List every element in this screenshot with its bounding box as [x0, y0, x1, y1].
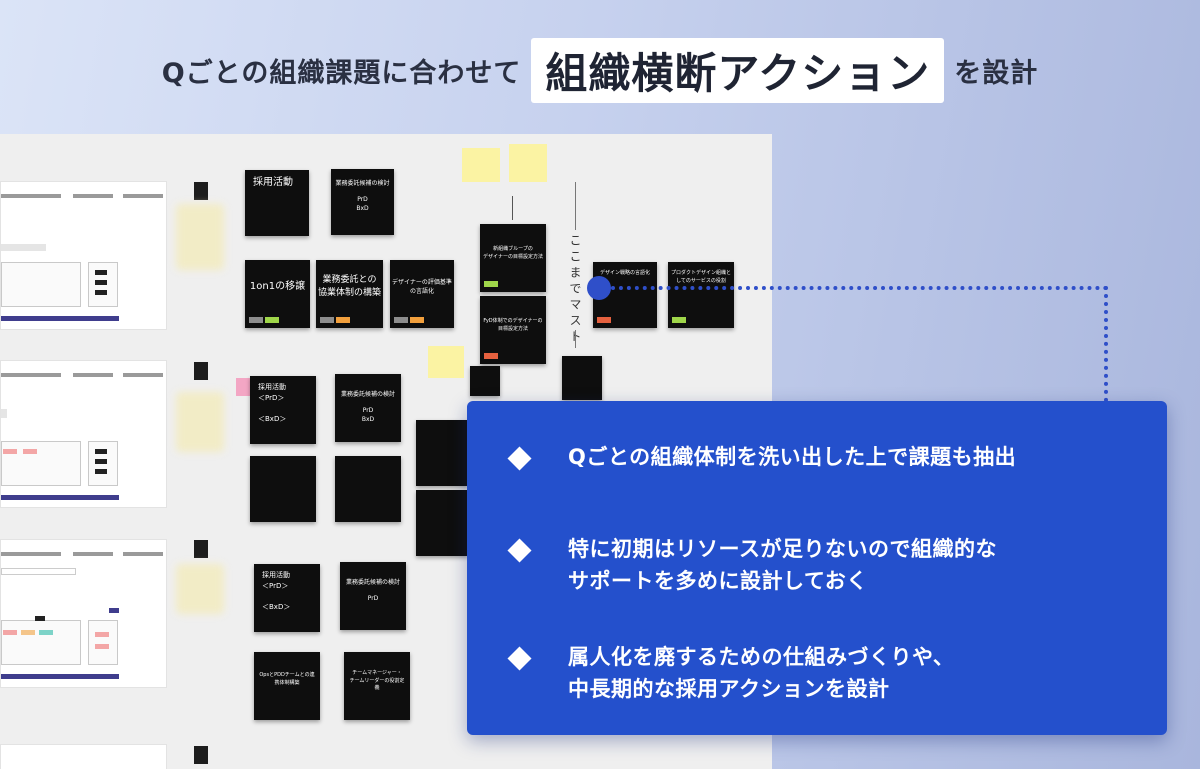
period-tag: [194, 746, 208, 764]
sticky-note: [462, 148, 500, 182]
thumbnail-slide: [0, 744, 167, 769]
callout-text: Qごとの組織体制を洗い出した上で課題も抽出: [568, 445, 1017, 469]
task-note: 業務委託候補の検討 PrD: [340, 562, 406, 630]
task-note: チームマネージャー・ チームリーダーの役割定 義: [344, 652, 410, 720]
task-note: [416, 490, 468, 556]
diamond-bullet-icon: [507, 446, 532, 471]
callout-item: 特に初期はリソースが足りないので組織的な サポートを多めに設計しておく: [507, 534, 997, 597]
connector-dot: [587, 276, 611, 300]
callout-item: 属人化を廃するための仕組みづくりや、 中長期的な採用アクションを設計: [507, 642, 955, 705]
task-note: 業務委託との 協業体制の構築: [316, 260, 383, 328]
task-note: プロダクトデザイン組織と してのサービスの役割: [668, 262, 734, 328]
callout-text: 特に初期はリソースが足りないので組織的な サポートを多めに設計しておく: [568, 537, 997, 593]
task-note: 採用活動 ＜PrD＞ ＜BxD＞: [250, 376, 316, 444]
divider-line: [575, 330, 576, 348]
callout-panel: Qごとの組織体制を洗い出した上で課題も抽出 特に初期はリソースが足りないので組織…: [467, 401, 1167, 735]
task-note: OpsとPDDチームとの連 携体制構築: [254, 652, 320, 720]
diamond-bullet-icon: [507, 646, 532, 671]
blurred-notes: [176, 564, 224, 614]
divider-line: [575, 182, 576, 230]
connector-line: [1104, 286, 1108, 402]
task-note: デザイナーの評価基準 の言語化: [390, 260, 454, 328]
task-note: 業務委託候補の検討 PrD BxD: [331, 169, 394, 235]
thumbnail-slide: [0, 181, 167, 330]
sticky-note: [509, 144, 547, 182]
blurred-notes: [176, 204, 224, 270]
period-tag: [194, 540, 208, 558]
callout-text: 属人化を廃するための仕組みづくりや、 中長期的な採用アクションを設計: [568, 645, 955, 701]
task-note: FyD体制でのデザイナーの 目標設定方法: [480, 296, 546, 364]
task-note: [416, 420, 468, 486]
task-note: 採用活動: [245, 170, 309, 236]
task-note: 新組織ブループの デザイナーの目標設定方法: [480, 224, 546, 292]
thumbnail-slide: [0, 360, 167, 508]
task-note: [250, 456, 316, 522]
task-note: 1on1の移譲: [245, 260, 310, 328]
thumbnail-slide: [0, 539, 167, 688]
blurred-notes: [176, 392, 224, 452]
task-note: 業務委託候補の検討 PrD BxD: [335, 374, 401, 442]
diamond-bullet-icon: [507, 538, 532, 563]
period-tag: [194, 362, 208, 380]
task-note: [335, 456, 401, 522]
headline-highlight: 組織横断アクション: [531, 38, 945, 103]
connector-line: [611, 286, 1108, 290]
sticky-note: [428, 346, 464, 378]
headline-suffix: を設計: [954, 58, 1039, 89]
sticky-note: [236, 378, 250, 396]
task-note: [470, 366, 500, 396]
headline: Qごとの組織課題に合わせて 組織横断アクション を設計: [0, 38, 1200, 103]
divider-label: ここまでマスト: [568, 234, 582, 346]
headline-prefix: Qごとの組織課題に合わせて: [161, 58, 522, 89]
callout-item: Qごとの組織体制を洗い出した上で課題も抽出: [507, 442, 1017, 474]
arrow: [512, 196, 513, 220]
task-note: [562, 356, 602, 400]
period-tag: [194, 182, 208, 200]
task-note: 採用活動 ＜PrD＞ ＜BxD＞: [254, 564, 320, 632]
